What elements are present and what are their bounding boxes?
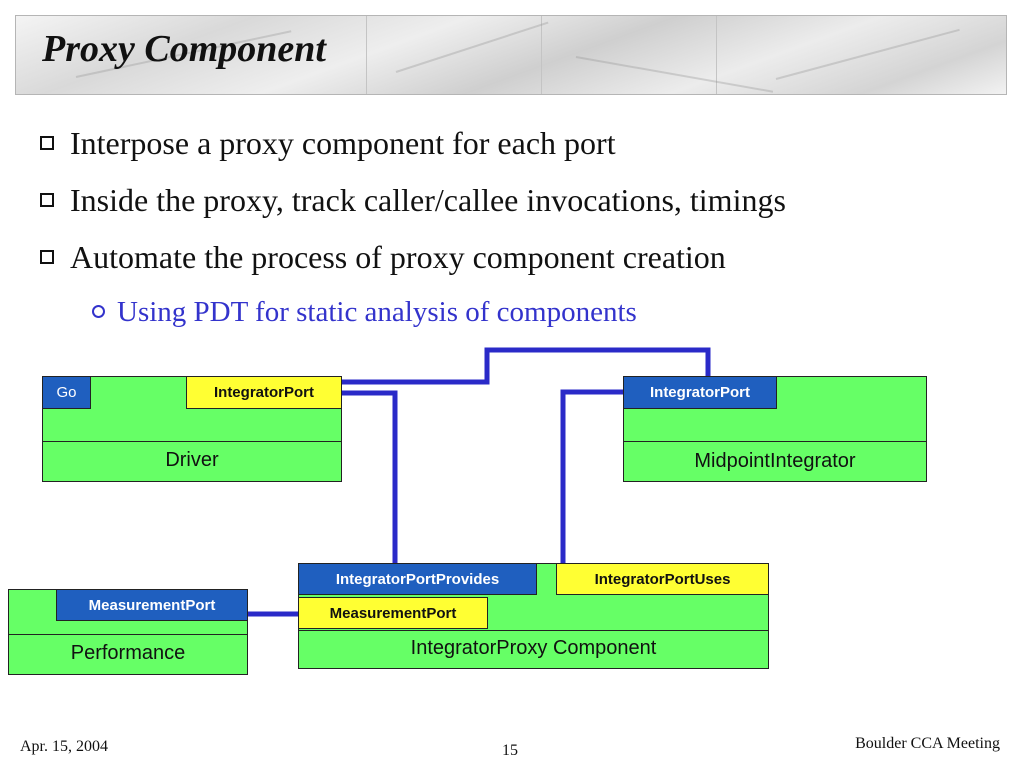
sub-bullet-text: Using PDT for static analysis of compone… bbox=[117, 296, 637, 328]
footer-date: Apr. 15, 2004 bbox=[20, 738, 108, 755]
proxy-measurement-port[interactable]: MeasurementPort bbox=[298, 597, 488, 629]
integrator-proxy-label: IntegratorProxy Component bbox=[410, 637, 657, 659]
wire-driver-to-midpoint bbox=[342, 347, 711, 385]
bullet-item: Automate the process of proxy component … bbox=[40, 239, 726, 276]
component-divider bbox=[624, 441, 926, 442]
driver-integrator-port[interactable]: IntegratorPort bbox=[186, 376, 342, 409]
footer-page-number: 15 bbox=[502, 742, 518, 759]
performance-label: Performance bbox=[70, 642, 186, 664]
bullet-text: Interpose a proxy component for each por… bbox=[70, 125, 616, 161]
sub-bullet-item: Using PDT for static analysis of compone… bbox=[92, 296, 637, 329]
title-banner bbox=[15, 15, 1007, 95]
slide-title: Proxy Component bbox=[42, 28, 326, 70]
wire-driver-to-proxy-provides bbox=[342, 390, 398, 565]
bullet-text: Automate the process of proxy component … bbox=[70, 239, 726, 275]
square-bullet-icon bbox=[40, 193, 54, 207]
wire-proxy-uses-to-midpoint bbox=[560, 389, 623, 565]
driver-label: Driver bbox=[165, 449, 219, 471]
integrator-port-uses[interactable]: IntegratorPortUses bbox=[556, 563, 769, 595]
circle-bullet-icon bbox=[92, 305, 105, 318]
banner-tile-seam bbox=[366, 16, 367, 94]
bullet-item: Inside the proxy, track caller/callee in… bbox=[40, 182, 786, 219]
footer-event: Boulder CCA Meeting bbox=[855, 735, 1000, 752]
banner-tile-seam bbox=[541, 16, 542, 94]
banner-tile-seam bbox=[716, 16, 717, 94]
midpoint-integrator-port[interactable]: IntegratorPort bbox=[623, 376, 777, 409]
driver-go-port[interactable]: Go bbox=[42, 376, 91, 409]
square-bullet-icon bbox=[40, 136, 54, 150]
square-bullet-icon bbox=[40, 250, 54, 264]
component-divider bbox=[299, 630, 768, 631]
component-divider bbox=[9, 634, 247, 635]
bullet-item: Interpose a proxy component for each por… bbox=[40, 125, 616, 162]
integrator-port-provides[interactable]: IntegratorPortProvides bbox=[298, 563, 537, 595]
midpoint-integrator-label: MidpointIntegrator bbox=[694, 450, 856, 472]
bullet-text: Inside the proxy, track caller/callee in… bbox=[70, 182, 786, 218]
component-divider bbox=[43, 441, 341, 442]
performance-measurement-port[interactable]: MeasurementPort bbox=[56, 589, 248, 621]
